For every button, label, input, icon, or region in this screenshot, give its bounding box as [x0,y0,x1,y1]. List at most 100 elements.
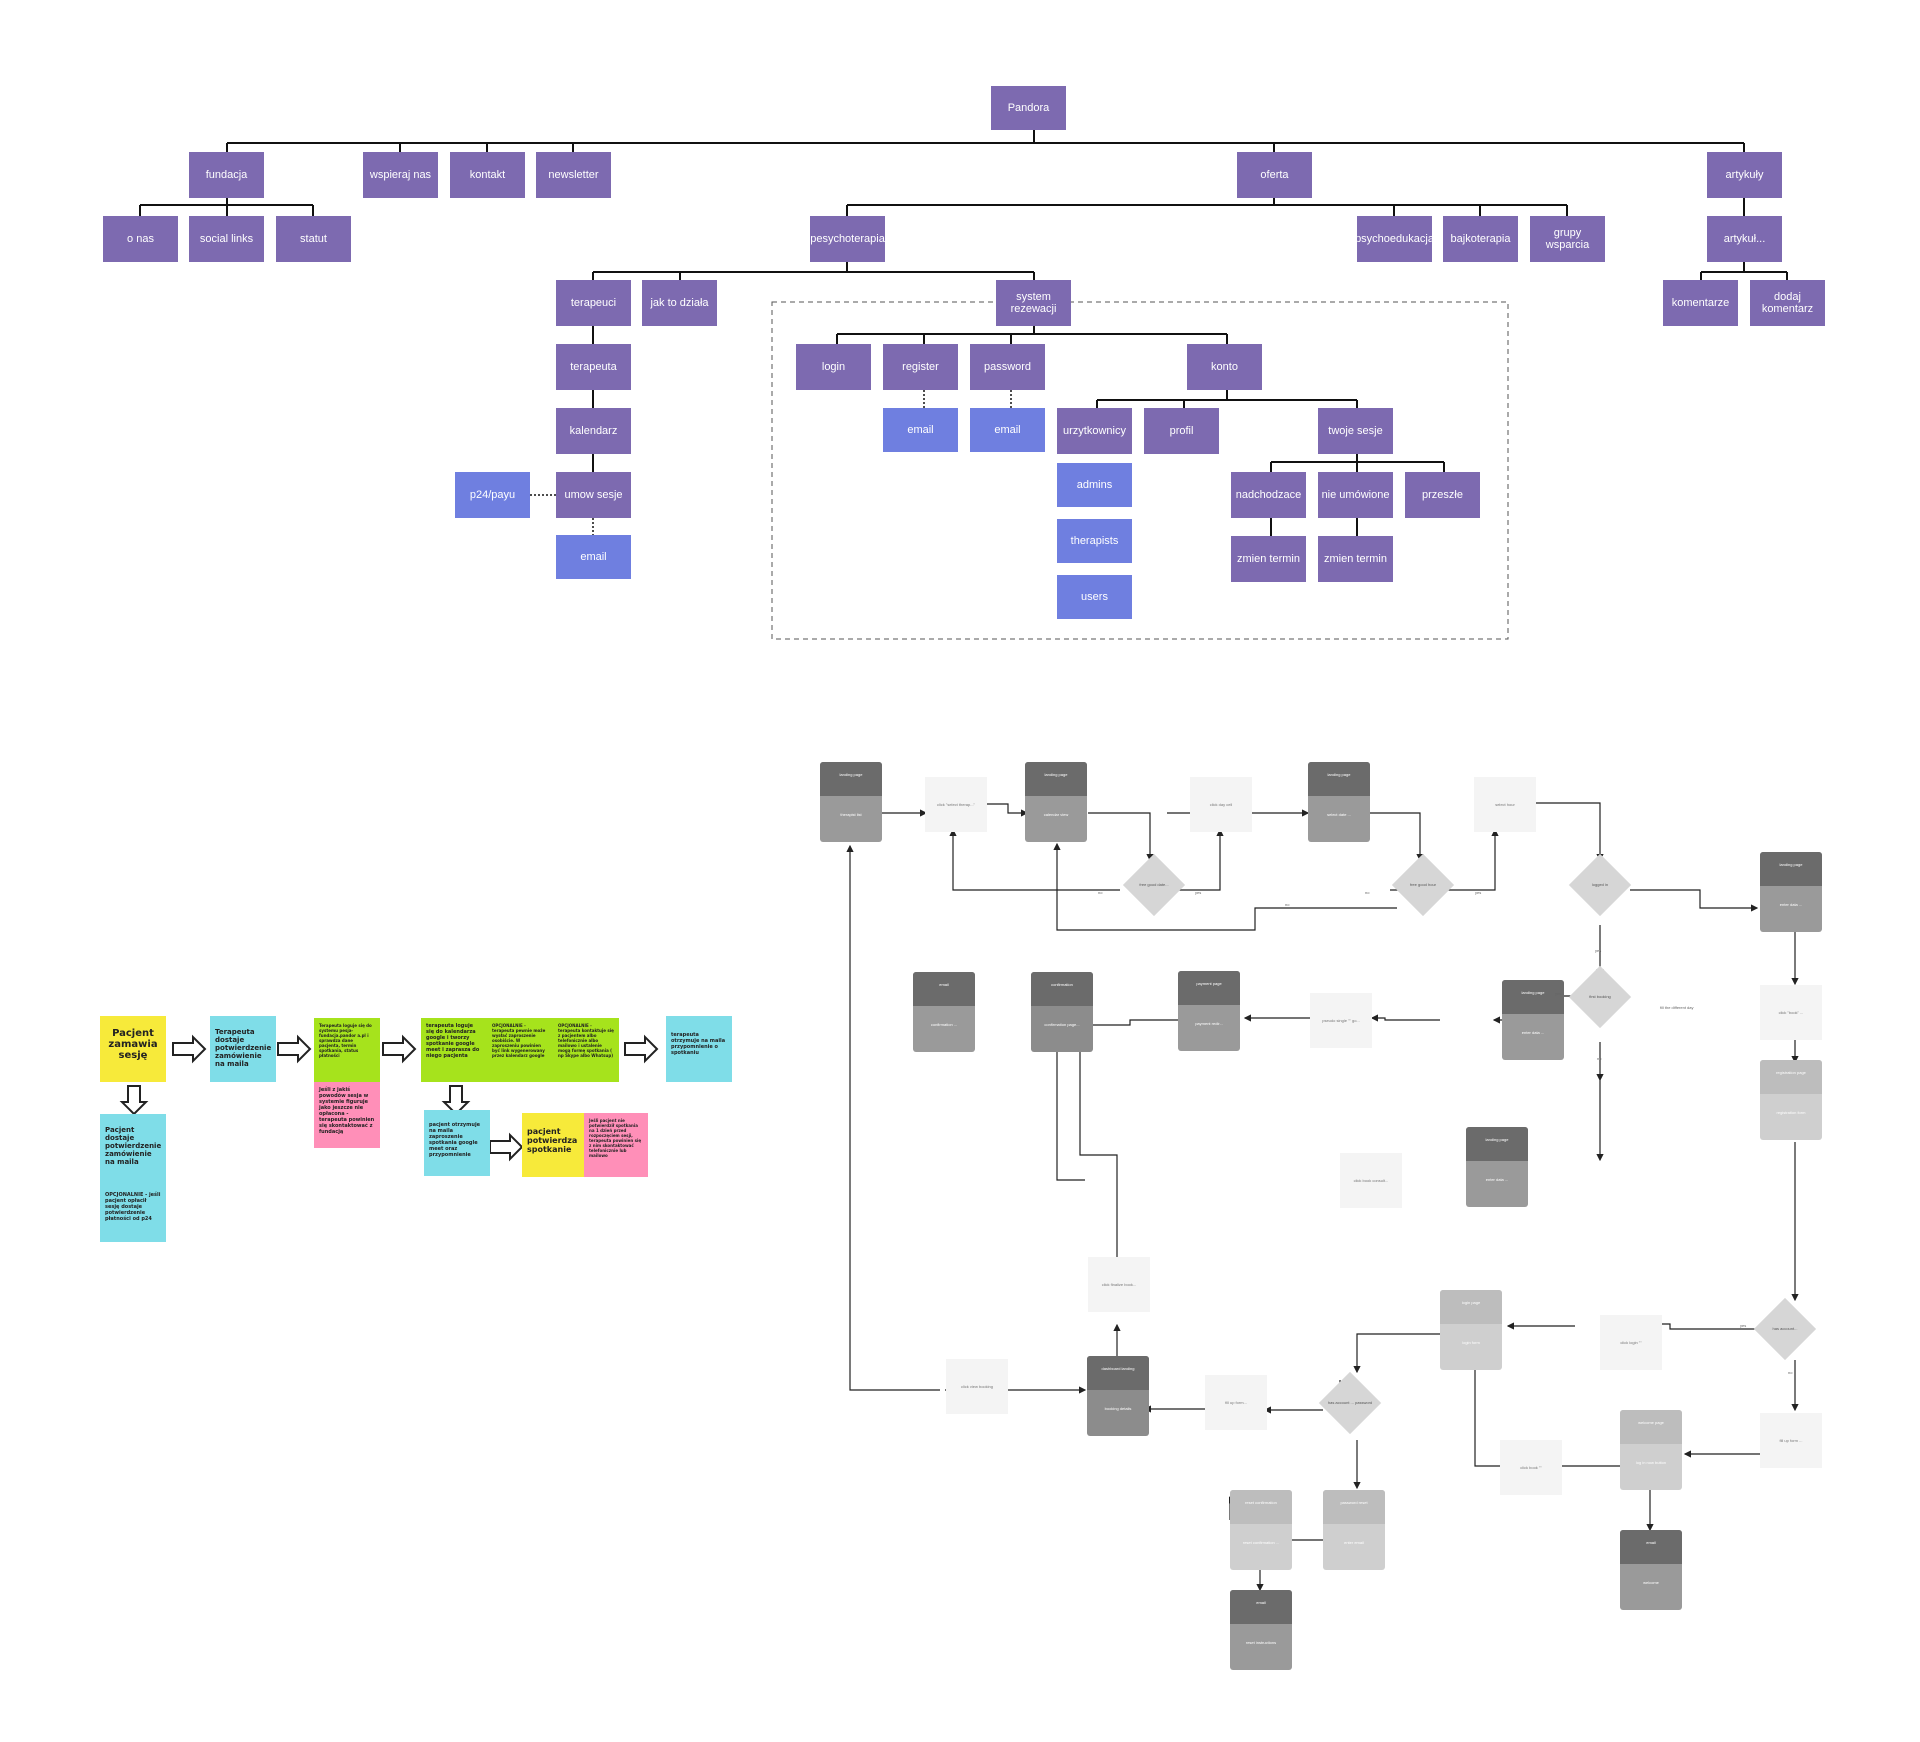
node-system-rezerwacji[interactable]: system rezewacji [996,280,1071,326]
card-title: registration page [1776,1070,1806,1076]
diamond-label: logged in [1591,882,1609,887]
edge-label: no [1597,1056,1602,1061]
node-terapeuta[interactable]: terapeuta [556,344,631,390]
card-title: email [939,982,949,988]
node-psychoterapia[interactable]: pesychoterapia [810,216,885,262]
node-uzytkownicy[interactable]: urzytkownicy [1057,408,1132,454]
sticky-pacjent-zamawia: Pacjent zamawia sesję [100,1016,166,1082]
userflow-card: landing page enter data ... [1466,1127,1528,1207]
node-grupy-wsparcia[interactable]: grupy wsparcia [1530,216,1605,262]
sticky-pacjent-platnosc: OPCJONALNIE - jeśli pacjent opłacił sesj… [100,1180,166,1242]
card-subtitle: therapist list [840,812,862,818]
node-konto[interactable]: konto [1187,344,1262,390]
node-nie-umowione[interactable]: nie umówione [1318,472,1393,518]
node-nadchodzace[interactable]: nadchodzace [1231,472,1306,518]
diamond-label: has account ... password [1327,1400,1373,1405]
node-password[interactable]: password [970,344,1045,390]
card-subtitle: booking details [1104,1406,1132,1412]
edge-label: no [1788,1370,1793,1375]
node-kalendarz[interactable]: kalendarz [556,408,631,454]
node-therapists[interactable]: therapists [1057,519,1132,563]
node-bajkoterapia[interactable]: bajkoterapia [1443,216,1518,262]
userflow-note: fill up form... [1205,1375,1267,1430]
node-twoje-sesje[interactable]: twoje sesje [1318,408,1393,454]
node-kontakt[interactable]: kontakt [450,152,525,198]
node-o-nas[interactable]: o nas [103,216,178,262]
diamond-label: has account... [1772,1326,1798,1331]
node-artykuly[interactable]: artykuły [1707,152,1782,198]
node-login[interactable]: login [796,344,871,390]
node-umow-email[interactable]: email [556,535,631,579]
node-newsletter[interactable]: newsletter [536,152,611,198]
system-rezerwacji-boundary [771,301,1509,640]
node-password-email[interactable]: email [970,408,1045,452]
node-register[interactable]: register [883,344,958,390]
node-users[interactable]: users [1057,575,1132,619]
node-zmien-termin-1[interactable]: zmien termin [1231,536,1306,582]
sitemap-dotted-connectors [530,390,1012,535]
node-umow-sesje[interactable]: umow sesje [556,472,631,518]
card-subtitle: welcome [1643,1580,1659,1586]
card-title: email [1256,1600,1266,1606]
card-title: confirmation [1051,982,1073,988]
sticky-pacjent-nie-potwierdzil: Jeśli pacjent nie potwierdził spotkania … [584,1113,648,1177]
card-subtitle: enter data ... [1485,1177,1509,1183]
edge-label: yes [1740,1323,1747,1328]
node-pandora[interactable]: Pandora [991,86,1066,130]
userflow-note: select hour [1474,777,1536,832]
userflow-note: click day cell [1190,777,1252,832]
node-social-links[interactable]: social links [189,216,264,262]
card-subtitle: enter data ... [1779,902,1803,908]
edge-label: yes [1195,890,1202,895]
node-register-email[interactable]: email [883,408,958,452]
node-przeszle[interactable]: przeszłe [1405,472,1480,518]
node-psychoedukacja[interactable]: psychoedukacja [1355,216,1434,262]
card-title: landing page [1521,990,1545,996]
edge-label: no [1285,902,1290,907]
sticky-terapeuta-kalendarz: terapeuta loguje się do kalendarza googl… [421,1018,487,1082]
card-title: landing page [1327,772,1351,778]
edge-label: fill the different day [1660,1005,1694,1010]
node-komentarze[interactable]: komentarze [1663,280,1738,326]
card-title: welcome page [1638,1420,1664,1426]
sitemap-connectors [139,130,1788,536]
node-statut[interactable]: statut [276,216,351,262]
node-dodaj-komentarz[interactable]: dodaj komentarz [1750,280,1825,326]
sticky-pacjent-zaproszenie: pacjent otrzymuje na maila zaproszenie s… [424,1110,490,1176]
userflow-note: click login "" [1600,1315,1662,1370]
card-title: landing page [839,772,863,778]
node-p24-payu[interactable]: p24/payu [455,472,530,518]
sticky-opcjonalnie-kontakt: OPCJONALNIE - terapeuta kontaktuje się z… [553,1018,619,1082]
card-header [1230,1490,1292,1524]
card-subtitle: enter email [1344,1540,1364,1546]
userflow-note: fill up form ... [1760,1413,1822,1468]
card-title: payment page [1196,981,1222,987]
sticky-terapeuta-potwierdzenie: Terapeuta dostaje potwierdzenie zamówien… [210,1016,276,1082]
sticky-pacjent-potwierdza: pacjent potwierdza spotkanie [522,1113,584,1177]
node-profil[interactable]: profil [1144,408,1219,454]
card-title: landing page [1485,1137,1509,1143]
userflow-card: landing page therapist list [820,762,882,842]
node-wspieraj-nas[interactable]: wspieraj nas [363,152,438,198]
diamond-label: free good hour [1409,882,1437,887]
node-oferta[interactable]: oferta [1237,152,1312,198]
node-fundacja[interactable]: fundacja [189,152,264,198]
node-jak-to-dziala[interactable]: jak to działa [642,280,717,326]
card-header [1620,1530,1682,1564]
card-title: reset confirmation [1245,1500,1277,1506]
node-artykul[interactable]: artykuł... [1707,216,1782,262]
card-header [1466,1127,1528,1161]
node-terapeuci[interactable]: terapeuci [556,280,631,326]
node-admins[interactable]: admins [1057,463,1132,507]
node-zmien-termin-2[interactable]: zmien termin [1318,536,1393,582]
card-header [1502,980,1564,1014]
userflow-note: click "book" ... [1760,985,1822,1040]
card-subtitle: calendar view [1043,812,1069,818]
